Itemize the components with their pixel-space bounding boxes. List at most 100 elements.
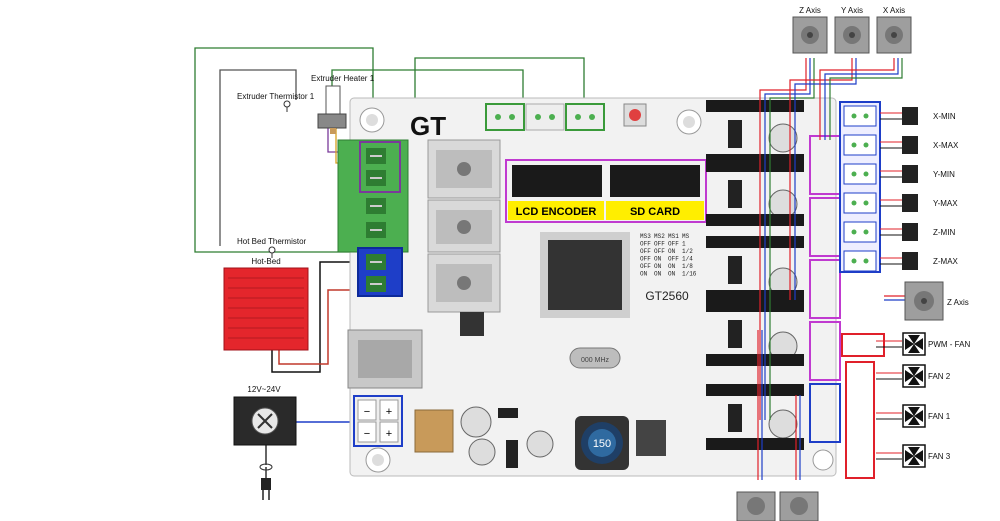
capacitors [460,123,798,466]
mount-hole [372,454,384,466]
pin [863,113,869,119]
endstop-connector [843,192,877,214]
top-connectors [485,103,605,131]
fan-label: FAN 2 [928,372,951,381]
endstop-switch [902,223,918,241]
smd-chips [414,312,666,468]
jumper-block [728,320,742,348]
ms-table-cell: 1/2 [682,248,693,255]
jumper-block [728,120,742,148]
endstop-label: Z-MIN [933,228,955,237]
pin [851,200,857,206]
ms-table-cell: ON [654,263,662,270]
endstop-connector [843,250,877,272]
pin [851,113,857,119]
board-model: GT2560 [645,289,689,303]
mount-hole [366,114,378,126]
mount-hole [683,116,695,128]
hotbed-wires [271,261,362,373]
y-axis-top-label: Y Axis [841,6,863,15]
hotbed-thermistor-icon [268,246,276,258]
pin [863,200,869,206]
x-motor-top [876,16,912,54]
y-motor-top [834,16,870,54]
pin [851,171,857,177]
hotbed-heater [223,267,309,351]
pin [851,229,857,235]
extruder-motor-1 [736,491,776,521]
usb-connector [347,329,423,389]
fan-blades [905,407,923,425]
endstop-switch [902,194,918,212]
extruder-thermistor-label: Extruder Thermistor 1 [237,92,315,101]
power-plus-label: + [386,406,392,418]
extruder-motor-2 [779,491,819,521]
driver-sockets [706,100,804,450]
ms-table-cell: OFF [640,241,651,248]
endstop-switch [902,252,918,270]
jumper-block [728,180,742,208]
sd-card-label: SD CARD [630,206,680,218]
pin [863,258,869,264]
fan-blades [905,367,923,385]
pin [851,258,857,264]
ms-table-cell: 1 [682,241,686,248]
motor-wires [757,58,930,480]
endstop-label: Y-MIN [933,170,955,179]
ms-table-cell: OFF [668,256,679,263]
driver-header [706,384,804,396]
endstop-connector [843,163,877,185]
pin [863,142,869,148]
extruder-heater-label: Extruder Heater 1 [311,74,375,83]
crystal [569,347,621,369]
power-minus-label: − [364,428,370,440]
z-motor-top [792,16,828,54]
z-axis-top-label: Z Axis [799,6,821,15]
mount-hole [812,449,834,471]
ms-table-cell: 1/16 [682,271,697,278]
pin [851,142,857,148]
extruder-thermistor-icon [283,100,291,112]
jumper-block [728,256,742,284]
fan-label: PWM - FAN [928,340,970,349]
endstop-switch [902,165,918,183]
endstop-connector [843,105,877,127]
board-logo: GT [410,111,446,141]
inductor-coil [575,416,629,470]
ms-table-cell: OFF [654,248,665,255]
endstop-label: X-MIN [933,112,956,121]
hotbed-label: Hot-Bed [251,257,280,266]
power-supply-label: 12V~24V [247,385,281,394]
ms-table-cell: ON [654,271,662,278]
fan-label: FAN 3 [928,452,951,461]
z-motor-side [904,281,944,321]
ms-table-cell: OFF [654,241,665,248]
z-axis-side-label: Z Axis [947,298,969,307]
driver-header [706,100,804,112]
power-plug-icon [259,463,273,500]
ms-table-header: MS3 [640,233,651,240]
mosfet-heatsinks [427,139,501,313]
pin [863,171,869,177]
driver-header [706,290,804,302]
ms-table-cell: OFF [668,241,679,248]
ms-table-cell: OFF [640,263,651,270]
ms-table-cell: ON [668,271,676,278]
ms-table-cell: OFF [640,256,651,263]
ms-table-cell: 1/4 [682,256,693,263]
ms-table-cell: 1/8 [682,263,693,270]
x-axis-top-label: X Axis [883,6,905,15]
endstop-label: X-MAX [933,141,959,150]
crystal-label: 000 MHz [581,357,610,364]
ms-table-cell: ON [654,256,662,263]
ms-table-cell: ON [640,271,648,278]
endstop-switch [902,136,918,154]
power-supply [233,396,297,446]
driver-header [706,354,804,366]
green-terminal-block [337,139,409,253]
mcu-chip [540,232,630,318]
